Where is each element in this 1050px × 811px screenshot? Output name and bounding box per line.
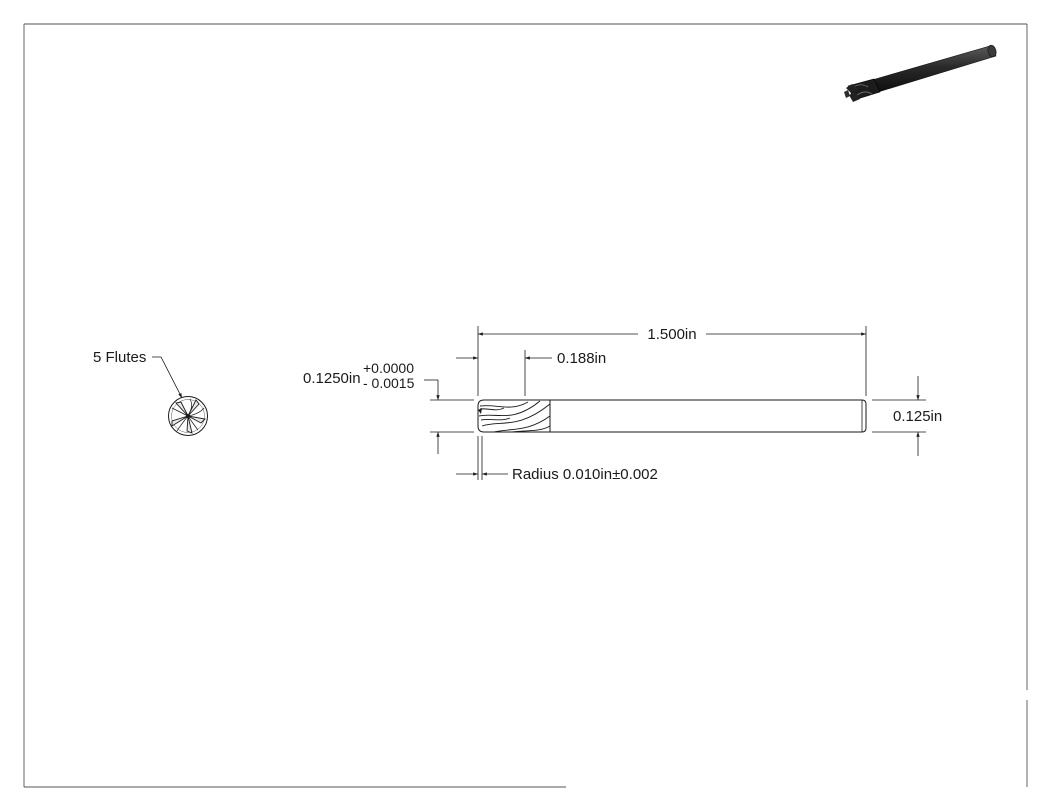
shank-diameter-label: 0.125in: [893, 408, 942, 425]
length-of-cut-dimension: 0.188in: [456, 350, 606, 396]
length-of-cut-label: 0.188in: [557, 350, 606, 367]
side-view: [477, 399, 867, 433]
overall-length-label: 1.500in: [647, 326, 696, 343]
end-view: [168, 396, 208, 436]
corner-radius-label: Radius 0.010in±0.002: [512, 466, 658, 483]
cutter-diameter-label: 0.1250in: [303, 370, 361, 387]
shank-diameter-dimension: 0.125in: [872, 376, 942, 456]
flute-helix: [478, 400, 551, 433]
corner-radius-dimension: Radius 0.010in±0.002: [456, 436, 658, 483]
flutes-label: 5 Flutes: [93, 349, 146, 366]
sheet-border: [23, 23, 1028, 788]
isometric-view: [844, 44, 997, 102]
flutes-callout: 5 Flutes: [93, 349, 183, 399]
cutter-tolerance-plus: +0.0000: [363, 360, 414, 376]
overall-length-dimension: 1.500in: [477, 326, 867, 396]
cutter-diameter-dimension: 0.1250in +0.0000 - 0.0015: [303, 360, 474, 454]
cutter-tolerance-minus: - 0.0015: [363, 375, 415, 391]
